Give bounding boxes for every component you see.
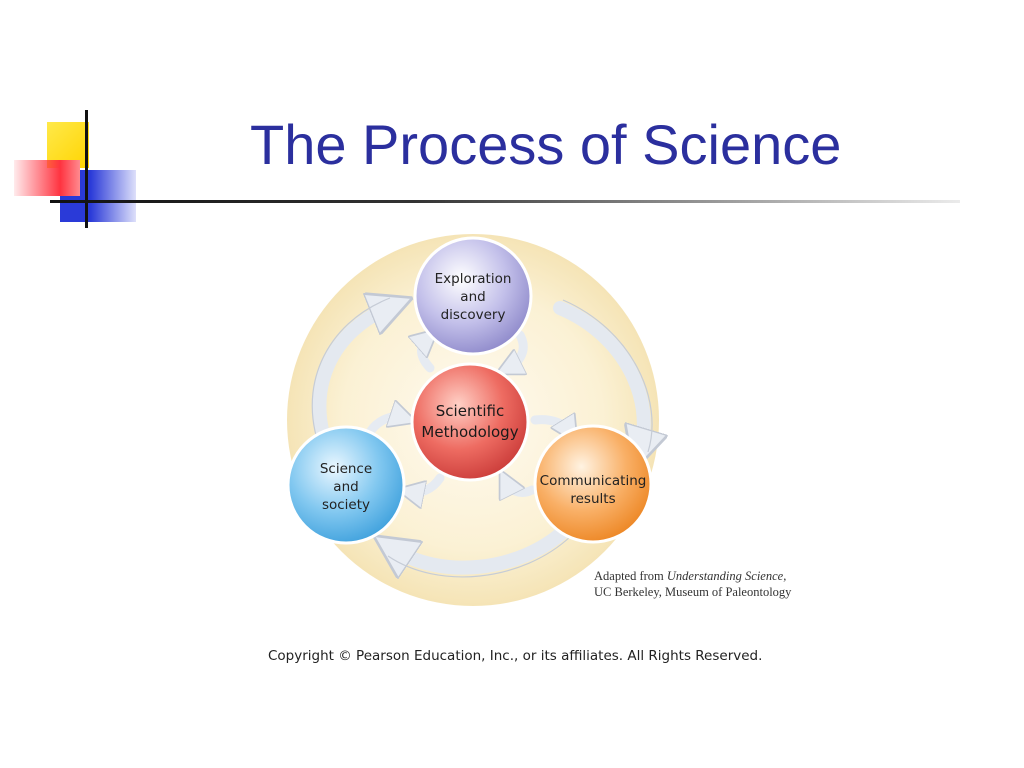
arrow-communicating-to-center [506,482,537,492]
node-center-circle [410,362,530,482]
arrow-communicating-to-society [392,523,572,568]
node-communicating-label-2: results [570,491,615,507]
source-note-work: Understanding Science, [666,569,787,583]
node-center-label-2: Methodology [421,423,518,441]
node-exploration-circle [413,236,533,356]
page-title: The Process of Science [250,113,842,176]
node-center-label-1: Scientific [436,402,504,420]
arrow-center-to-exploration [422,338,431,373]
node-exploration: Exploration and discovery [413,236,533,356]
copyright-notice: Copyright © Pearson Education, Inc., or … [268,648,763,664]
arrow-center-to-society [410,473,445,492]
node-society-circle [286,425,406,545]
source-note-prefix: Adapted from [594,569,667,583]
node-society-label-2: and [333,479,358,495]
node-exploration-label-2: and [460,289,485,305]
node-society-label-1: Science [320,461,372,477]
node-exploration-label-3: discovery [441,307,506,323]
decorative-vertical-line [85,110,88,228]
source-note-line2: UC Berkeley, Museum of Paleontology [594,585,792,599]
node-society-label-3: society [322,497,370,513]
arrow-exploration-to-center [508,330,528,368]
node-communicating: Communicating results [533,424,653,544]
node-society: Science and society [286,425,406,545]
decorative-red-square [14,160,80,196]
node-exploration-label-1: Exploration [435,271,512,287]
arrow-society-to-center [365,417,404,437]
title-underline [50,200,960,203]
node-communicating-label-1: Communicating [540,473,647,489]
node-center: Scientific Methodology [410,362,530,482]
outer-cycle-arrow-outlines [311,297,653,578]
arrow-exploration-to-communicating [553,301,644,450]
node-communicating-circle [533,424,653,544]
source-note: Adapted from Understanding Science, UC Be… [594,568,791,600]
